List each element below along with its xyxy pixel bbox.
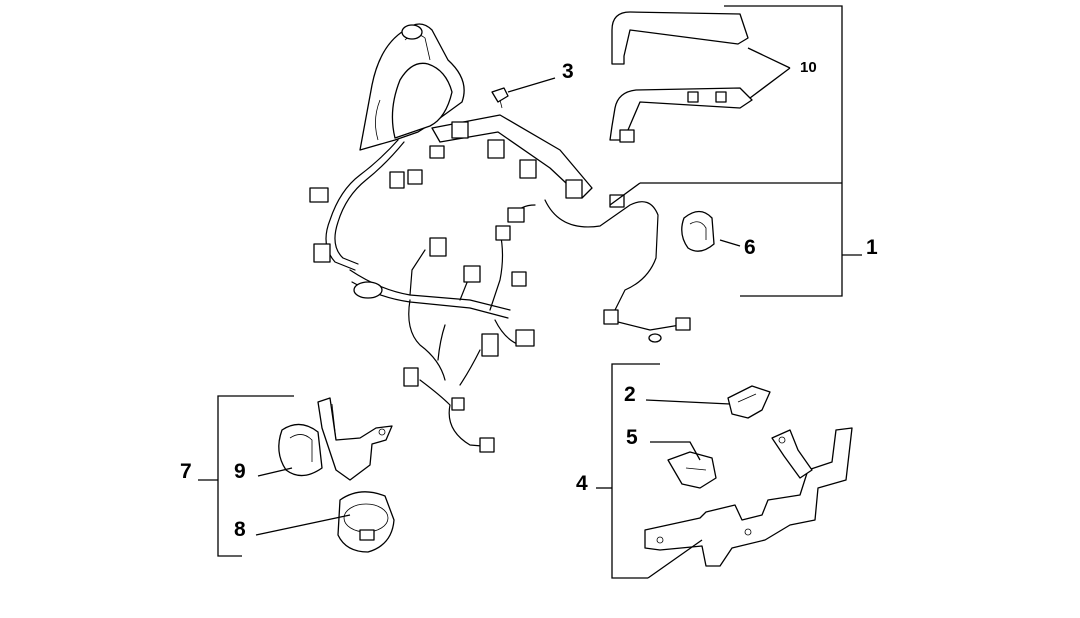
callout-6: 6 <box>744 236 756 259</box>
group-bracket-7 <box>217 395 294 557</box>
group-bracket-1 <box>724 5 843 297</box>
callout-9: 9 <box>234 460 246 483</box>
bolt-part-3 <box>491 87 509 109</box>
callout-10: 10 <box>800 59 817 76</box>
callout-3: 3 <box>562 60 574 83</box>
leader-lines <box>255 47 842 579</box>
group-bracket-4 <box>611 363 660 579</box>
main-wiring-harness <box>309 23 691 453</box>
cover-part-2 <box>727 385 771 419</box>
bracket-assembly-part-7 <box>317 397 393 481</box>
callout-7: 7 <box>180 460 192 483</box>
clip-part-5 <box>667 451 717 489</box>
sub-harness-part-10 <box>609 11 753 143</box>
clip-part-6 <box>681 210 715 252</box>
ring-holder-part-8 <box>337 491 395 553</box>
callout-8: 8 <box>234 518 246 541</box>
callout-1: 1 <box>866 236 878 259</box>
callout-5: 5 <box>626 426 638 449</box>
callout-4: 4 <box>576 472 588 495</box>
callout-2: 2 <box>624 383 636 406</box>
bracket-part-4 <box>644 427 853 567</box>
connector-part-9 <box>278 423 323 477</box>
